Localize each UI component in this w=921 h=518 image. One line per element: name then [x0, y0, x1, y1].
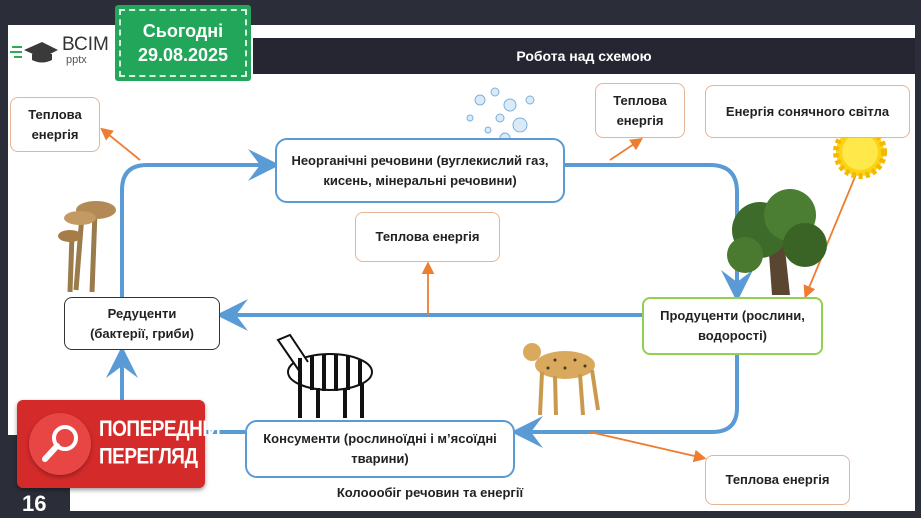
graduation-cap-icon — [10, 42, 58, 63]
energy-arrow — [803, 159, 863, 299]
page-title: Робота над схемою — [253, 38, 915, 74]
zebra-icon — [276, 333, 373, 418]
energy-arrow — [589, 431, 707, 463]
logo: ВСІМ pptx — [10, 34, 109, 66]
logo-sub: pptx — [66, 54, 87, 66]
flow-inorganic-to-producers — [565, 163, 753, 302]
badge-date: 29.08.2025 — [137, 45, 229, 65]
flow-producers-to-consumers — [511, 355, 739, 448]
energy-arrow — [609, 138, 643, 161]
consumers-box: Консументи (рослиноїдні і м’ясоїдні твар… — [245, 420, 515, 478]
tree-icon — [727, 189, 827, 295]
preview-line1: ПОПЕРЕДНІЙ — [99, 417, 221, 442]
heat-energy-box: Теплова енергія — [595, 83, 685, 138]
decomposers-box: Редуценти (бактерії, гриби) — [64, 297, 220, 350]
bubbles-icon — [466, 87, 535, 144]
heat-energy-box: Теплова енергія — [355, 212, 500, 262]
cheetah-icon — [523, 343, 600, 416]
preview-button[interactable]: ПОПЕРЕДНІЙ ПЕРЕГЛЯД — [17, 400, 221, 488]
magnifier-icon — [29, 413, 91, 475]
diagram-caption: Колooобіг речовин та енергії — [336, 485, 524, 500]
producers-box: Продуценти (рослини, водорості) — [642, 297, 823, 355]
heat-energy-box: Теплова енергія — [705, 455, 850, 505]
preview-line2: ПЕРЕГЛЯД — [99, 445, 198, 470]
slide-number: 16 — [22, 491, 47, 516]
badge-today: Сьогодні — [142, 21, 224, 41]
heat-energy-box: Теплова енергія — [10, 97, 100, 152]
sunlight-energy-box: Енергія сонячного світла — [705, 85, 910, 138]
date-badge: Сьогодні 29.08.2025 — [115, 5, 251, 81]
mushrooms-icon — [58, 201, 116, 293]
flow-decomposers-to-inorganic — [120, 149, 280, 297]
logo-main: ВСІМ — [62, 34, 109, 55]
energy-arrow — [100, 127, 141, 161]
inorganic-substances-box: Неорганічні речовини (вуглекислий газ, к… — [275, 138, 565, 203]
